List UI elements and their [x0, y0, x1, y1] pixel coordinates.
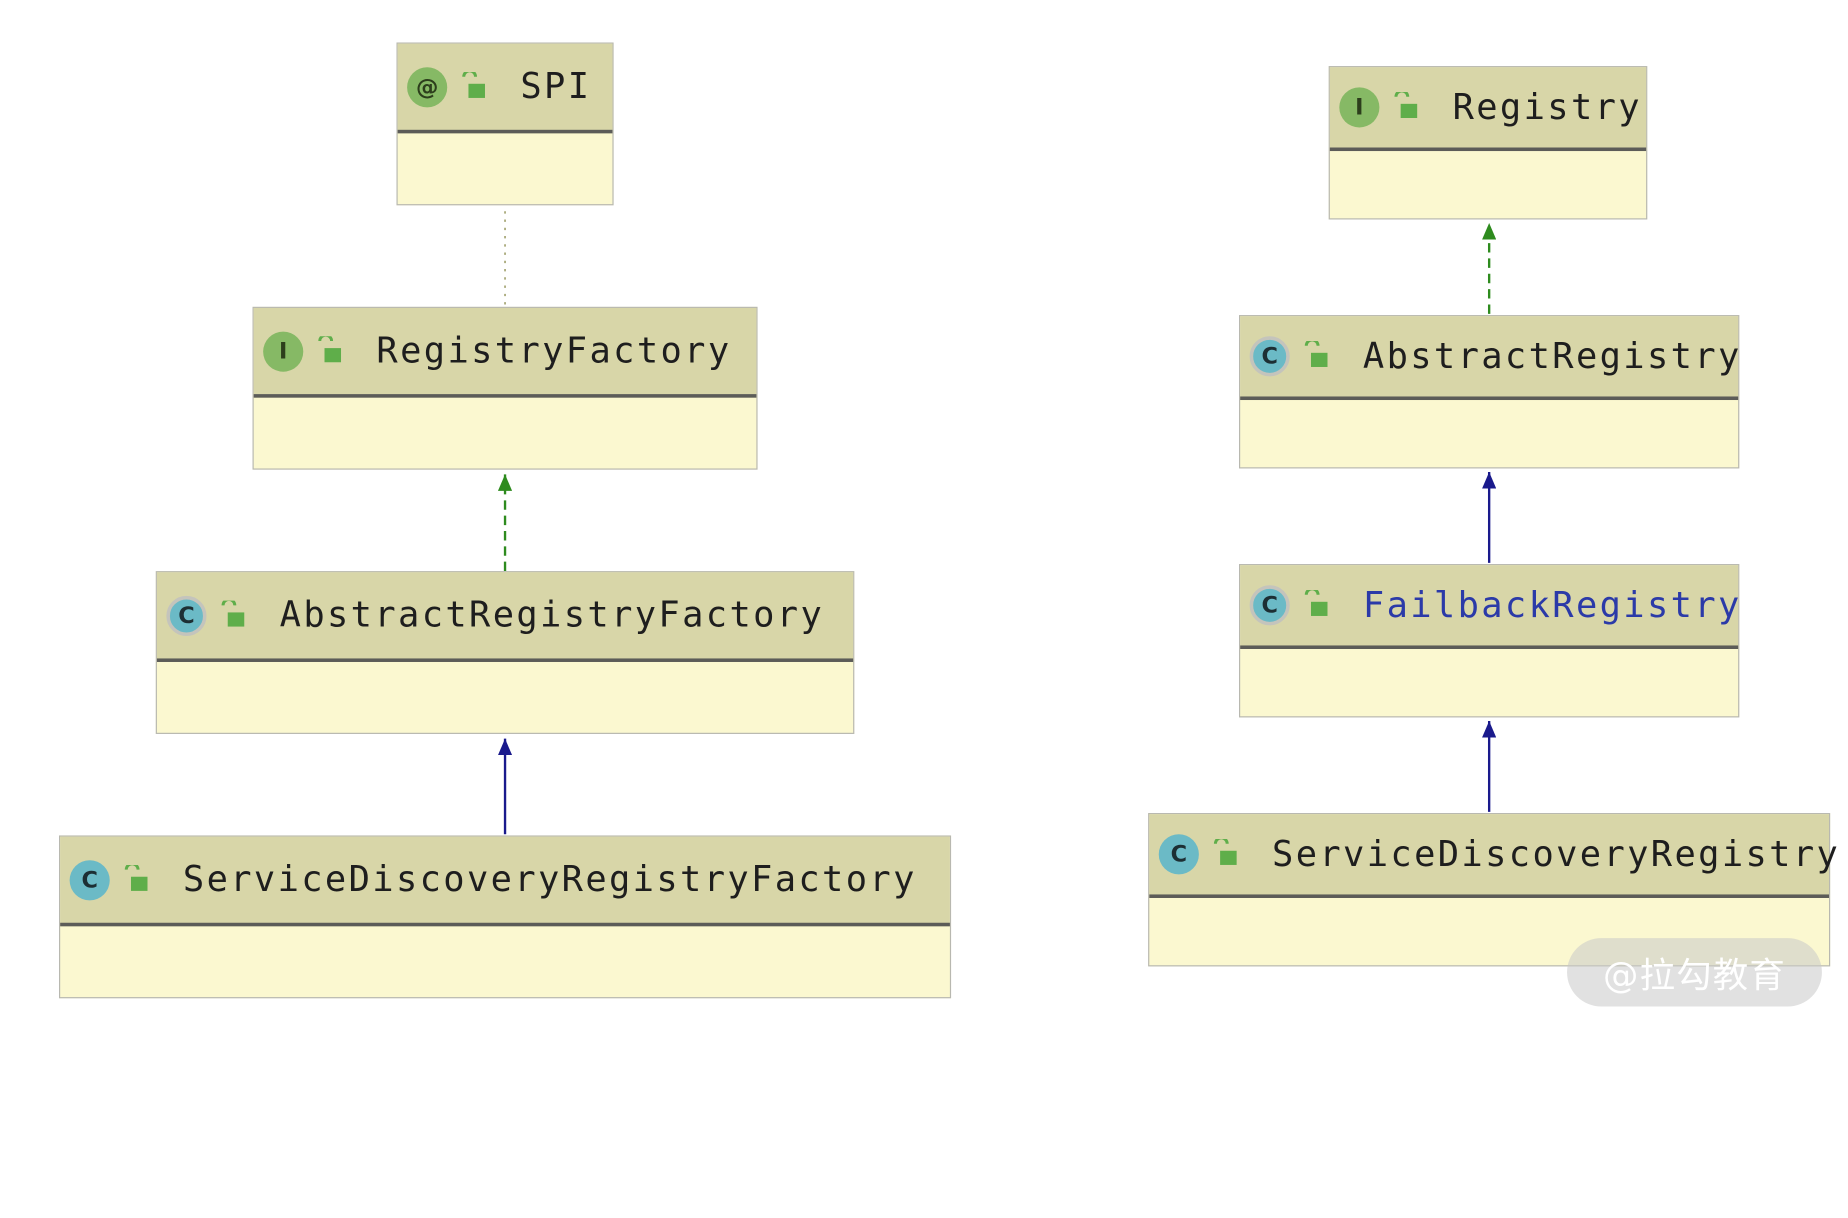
class-node-registry-factory[interactable]: I RegistryFactory [252, 306, 758, 470]
class-name: ServiceDiscoveryRegistry [1272, 833, 1841, 875]
class-node-abstract-registry[interactable]: C AbstractRegistry [1239, 315, 1742, 469]
edges-layer [497, 210, 1497, 835]
class-node-spi[interactable]: @ SPI [396, 42, 614, 206]
interface-icon: I [263, 330, 304, 372]
class-node-abstract-registry-factory[interactable]: C AbstractRegistryFactory [155, 571, 855, 734]
unlocked-icon [318, 335, 342, 362]
abstract-class-icon: C [1249, 585, 1290, 626]
unlocked-icon [1304, 590, 1328, 616]
class-name: AbstractRegistryFactory [279, 594, 825, 637]
unlocked-icon [1394, 92, 1418, 118]
class-node-failback-registry[interactable]: C FailbackRegistry [1239, 564, 1742, 718]
class-name: FailbackRegistry [1362, 584, 1742, 626]
abstract-class-icon: C [166, 595, 207, 636]
class-name: ServiceDiscoveryRegistryFactory [182, 859, 917, 901]
class-node-service-discovery-registry-factory[interactable]: C ServiceDiscoveryRegistryFactory [58, 835, 952, 999]
class-node-service-discovery-registry[interactable]: C ServiceDiscoveryRegistry [1148, 813, 1838, 967]
unlocked-icon [124, 864, 148, 891]
unlocked-icon [462, 71, 485, 98]
interface-icon: I [1339, 87, 1380, 128]
unlocked-icon [1304, 341, 1328, 367]
class-node-registry[interactable]: I Registry [1328, 66, 1648, 220]
unlocked-icon [221, 600, 245, 626]
watermark: @拉勾教育 [1567, 938, 1822, 1007]
class-name: RegistryFactory [376, 330, 732, 372]
class-name: Registry [1452, 86, 1642, 129]
class-icon: C [1158, 834, 1199, 875]
unlocked-icon [1213, 838, 1237, 865]
class-name: AbstractRegistry [1362, 335, 1742, 378]
abstract-class-icon: C [1249, 336, 1290, 377]
class-name: SPI [520, 66, 592, 108]
class-icon: C [69, 859, 110, 900]
annotation-icon: @ [407, 66, 448, 107]
